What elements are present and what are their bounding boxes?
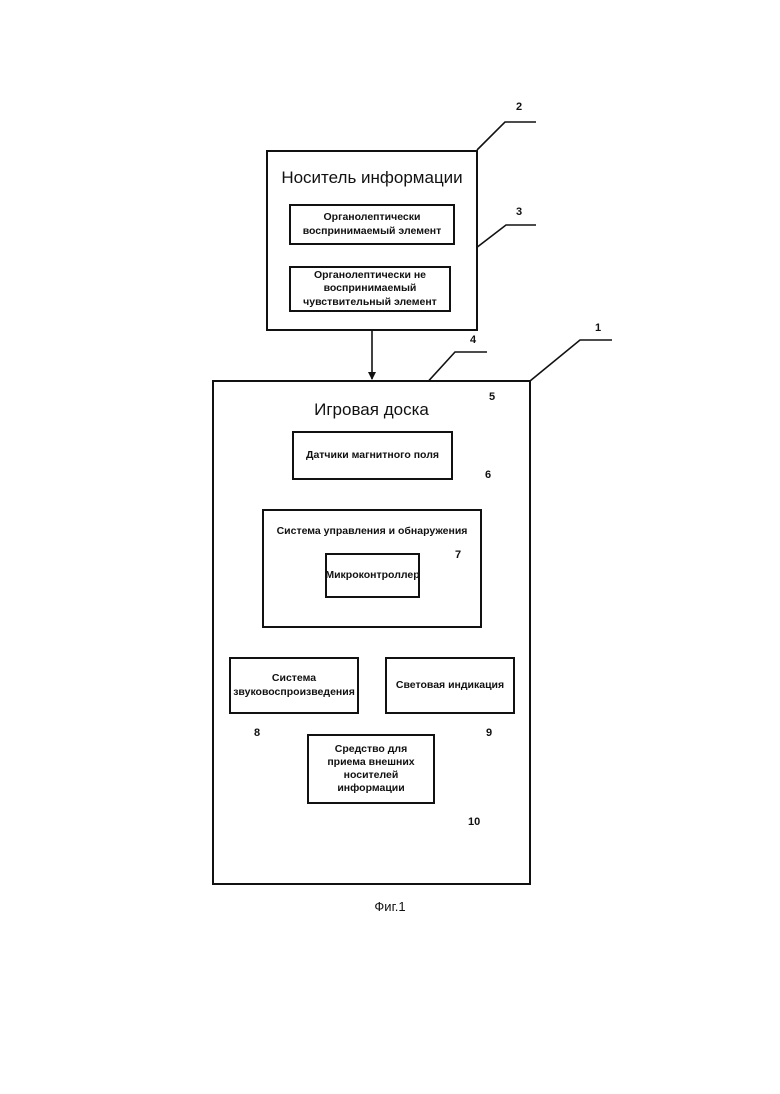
ref-number-9: 9: [486, 727, 492, 739]
ref-number-7: 7: [455, 549, 461, 561]
ref-number-5: 5: [489, 391, 495, 403]
sound-system-box: Система звуковоспроизведения: [229, 657, 359, 714]
control-system-title: Система управления и обнаружения: [264, 525, 480, 537]
ref-number-8: 8: [254, 727, 260, 739]
ref-number-2: 2: [516, 101, 522, 113]
media-reader-box: Средство для приема внешних носителей ин…: [307, 734, 435, 804]
magnetic-sensors-box: Датчики магнитного поля: [292, 431, 453, 480]
leader-2: [477, 122, 536, 150]
ref-number-1: 1: [595, 322, 601, 334]
ref-number-3: 3: [516, 206, 522, 218]
figure-caption: Фиг.1: [0, 899, 780, 914]
carrier-title: Носитель информации: [268, 168, 476, 188]
leader-1: [530, 340, 612, 381]
ref-number-10: 10: [468, 816, 480, 828]
ref-number-4: 4: [470, 334, 476, 346]
element-visible-box: Органолептически воспринимаемый элемент: [289, 204, 455, 245]
microcontroller-box: Микроконтроллер: [325, 553, 420, 598]
ref-number-6: 6: [485, 469, 491, 481]
light-indication-box: Световая индикация: [385, 657, 515, 714]
game-board-title: Игровая доска: [214, 400, 529, 420]
element-sensitive-box: Органолептически не воспринимаемый чувст…: [289, 266, 451, 312]
